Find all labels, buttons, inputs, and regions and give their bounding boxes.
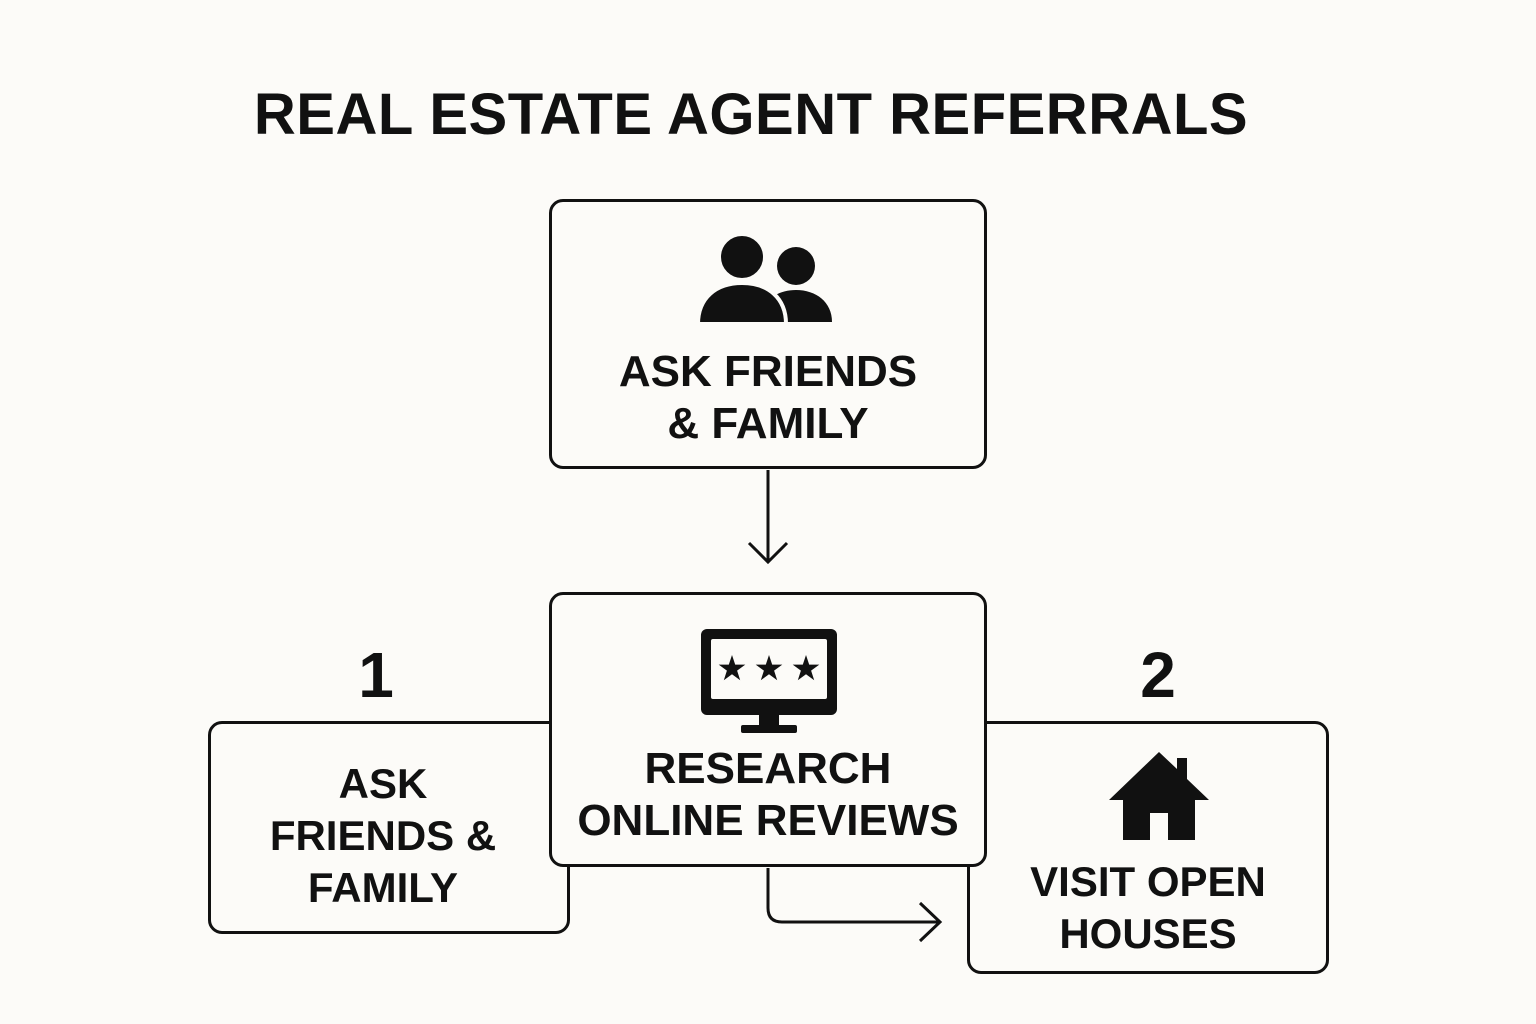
center-box-label: RESEARCH ONLINE REVIEWS [552,743,984,847]
step-box-visit-open-houses: VISIT OPEN HOUSES [967,721,1329,974]
right-arrow-head [918,901,943,943]
left-box-label: ASK FRIENDS & FAMILY [209,758,557,914]
diagram-title: REAL ESTATE AGENT REFERRALS [253,82,1249,147]
left-box-line-3: FAMILY [307,864,459,911]
right-box-label: VISIT OPEN HOUSES [970,856,1326,960]
top-box-label: ASK FRIENDS & FAMILY [552,346,984,450]
top-box-line-2: & FAMILY [667,399,869,448]
right-arrow-line [766,868,938,924]
right-box-line-2: HOUSES [1059,910,1237,957]
step-number-2: 2 [1140,639,1176,711]
right-box-line-1: VISIT OPEN [1030,858,1266,905]
left-box-line-2: FRIENDS & [269,812,497,859]
center-box-line-2: ONLINE REVIEWS [577,796,959,845]
step-box-ask-friends-family-top: ASK FRIENDS & FAMILY [549,199,987,469]
top-box-line-1: ASK FRIENDS [618,347,918,396]
left-box-line-1: ASK [338,760,428,807]
people-icon [698,232,832,326]
monitor-stars-icon [701,629,837,733]
center-box-line-1: RESEARCH [644,744,892,793]
step-box-research-online-reviews: RESEARCH ONLINE REVIEWS [549,592,987,867]
down-arrow-head [747,541,789,565]
step-number-1: 1 [358,639,394,711]
house-icon [1109,752,1209,840]
step-box-ask-friends-family: ASK FRIENDS & FAMILY [208,721,570,934]
